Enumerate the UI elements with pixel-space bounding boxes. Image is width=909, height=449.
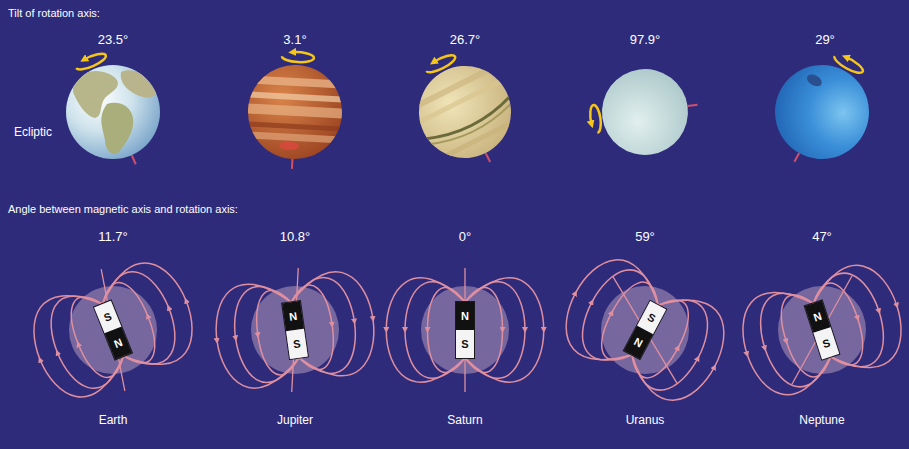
- rotation-axis: [486, 153, 490, 162]
- rotation-axis: [132, 155, 136, 164]
- tilt-angle: 97.9°: [630, 33, 661, 48]
- dipole-field: [210, 267, 380, 392]
- tilt-angle: 3.1°: [283, 33, 306, 48]
- label-slot: 10.8°: [280, 227, 311, 245]
- field-line: [465, 330, 544, 382]
- label-slot: 29°: [815, 30, 835, 48]
- neptune-body: [758, 48, 886, 176]
- spin-arrow: [424, 52, 457, 75]
- label-slot: 97.9°: [630, 30, 661, 48]
- rotation-axis: [688, 105, 698, 106]
- tilt-angle: 26.7°: [450, 33, 481, 48]
- spin-arrow: [282, 51, 314, 63]
- bar-magnet: NS: [455, 301, 475, 359]
- cloud-band: [246, 75, 346, 88]
- cloud-band: [246, 91, 346, 102]
- uranus-globe: [585, 62, 704, 162]
- magnetic-angle: 10.8°: [280, 230, 311, 245]
- label-slot: 47°: [812, 227, 832, 245]
- magnetic-angle: 11.7°: [98, 230, 128, 245]
- cloud-band: [245, 103, 345, 118]
- earth-body: [66, 65, 160, 159]
- dipole-field: [386, 268, 544, 392]
- spin-arrow: [832, 52, 865, 76]
- rotation-axis-line: [792, 276, 852, 384]
- dipole-field: [551, 247, 739, 413]
- jupiter-globe: [242, 49, 348, 171]
- cloud-band: [244, 121, 344, 131]
- planet-name: Earth: [99, 414, 128, 428]
- field-line: [386, 278, 465, 330]
- label-slot: 59°: [635, 227, 655, 245]
- planet-disc: [778, 286, 866, 374]
- dark-spot: [805, 72, 824, 89]
- label-slot: Tilt of rotation axis:: [8, 3, 100, 21]
- saturn-body: [403, 50, 527, 174]
- label-slot: Earth: [99, 410, 128, 428]
- great-red-spot: [279, 141, 299, 150]
- pole-label: N: [282, 301, 304, 331]
- magnetic-angle: 59°: [635, 230, 655, 245]
- rotation-axis: [794, 153, 799, 162]
- field-line: [465, 282, 525, 330]
- field-line: [295, 319, 380, 382]
- planet-disc: [601, 286, 689, 374]
- planet-name: Uranus: [626, 414, 665, 428]
- label-slot: Ecliptic: [14, 122, 52, 140]
- earth-globe: [66, 51, 160, 171]
- label-slot: Neptune: [799, 410, 844, 428]
- label-slot: 11.7°: [98, 227, 128, 245]
- label-slot: 23.5°: [98, 30, 129, 48]
- pole-label: S: [456, 330, 474, 358]
- tilt-angle: 23.5°: [98, 33, 129, 48]
- saturn-globe: [394, 37, 535, 185]
- spin-arrow: [74, 51, 107, 73]
- field-line: [386, 330, 465, 382]
- rotation-axis: [291, 159, 294, 169]
- ecliptic-label: Ecliptic: [14, 126, 52, 140]
- neptune-globe: [753, 37, 892, 185]
- uranus-body: [596, 63, 693, 160]
- tilt-angle: 29°: [815, 33, 835, 48]
- label-slot: 26.7°: [450, 30, 481, 48]
- dipole-field: [731, 256, 909, 404]
- pole-label: N: [456, 302, 474, 330]
- field-line: [645, 284, 739, 367]
- field-line: [465, 278, 544, 330]
- rotation-axis-line: [613, 277, 677, 383]
- label-slot: Uranus: [626, 410, 665, 428]
- pole-label: S: [286, 329, 308, 359]
- label-slot: 3.1°: [283, 30, 306, 48]
- cloud-band: [433, 115, 525, 164]
- label-slot: Jupiter: [277, 410, 313, 428]
- field-line: [465, 330, 525, 378]
- ring-shadow: [425, 96, 515, 147]
- section-heading: Tilt of rotation axis:: [8, 7, 100, 20]
- label-slot: Saturn: [447, 410, 482, 428]
- jupiter-body: [246, 63, 345, 162]
- magnetic-angle: 47°: [812, 230, 832, 245]
- planet-name: Saturn: [447, 414, 482, 428]
- planet-name: Neptune: [799, 414, 844, 428]
- label-slot: 0°: [459, 227, 471, 245]
- cloud-band: [244, 131, 344, 143]
- dipole-field: [20, 252, 205, 408]
- planet-disc: [69, 286, 157, 374]
- continent: [121, 70, 157, 97]
- section-heading: Angle between magnetic axis and rotation…: [8, 203, 238, 216]
- continent: [101, 103, 133, 154]
- spin-arrow: [589, 104, 603, 133]
- planet-name: Jupiter: [277, 414, 313, 428]
- magnetic-angle: 0°: [459, 230, 471, 245]
- magnetic-fields: [20, 247, 909, 413]
- label-slot: Angle between magnetic axis and rotation…: [8, 199, 238, 217]
